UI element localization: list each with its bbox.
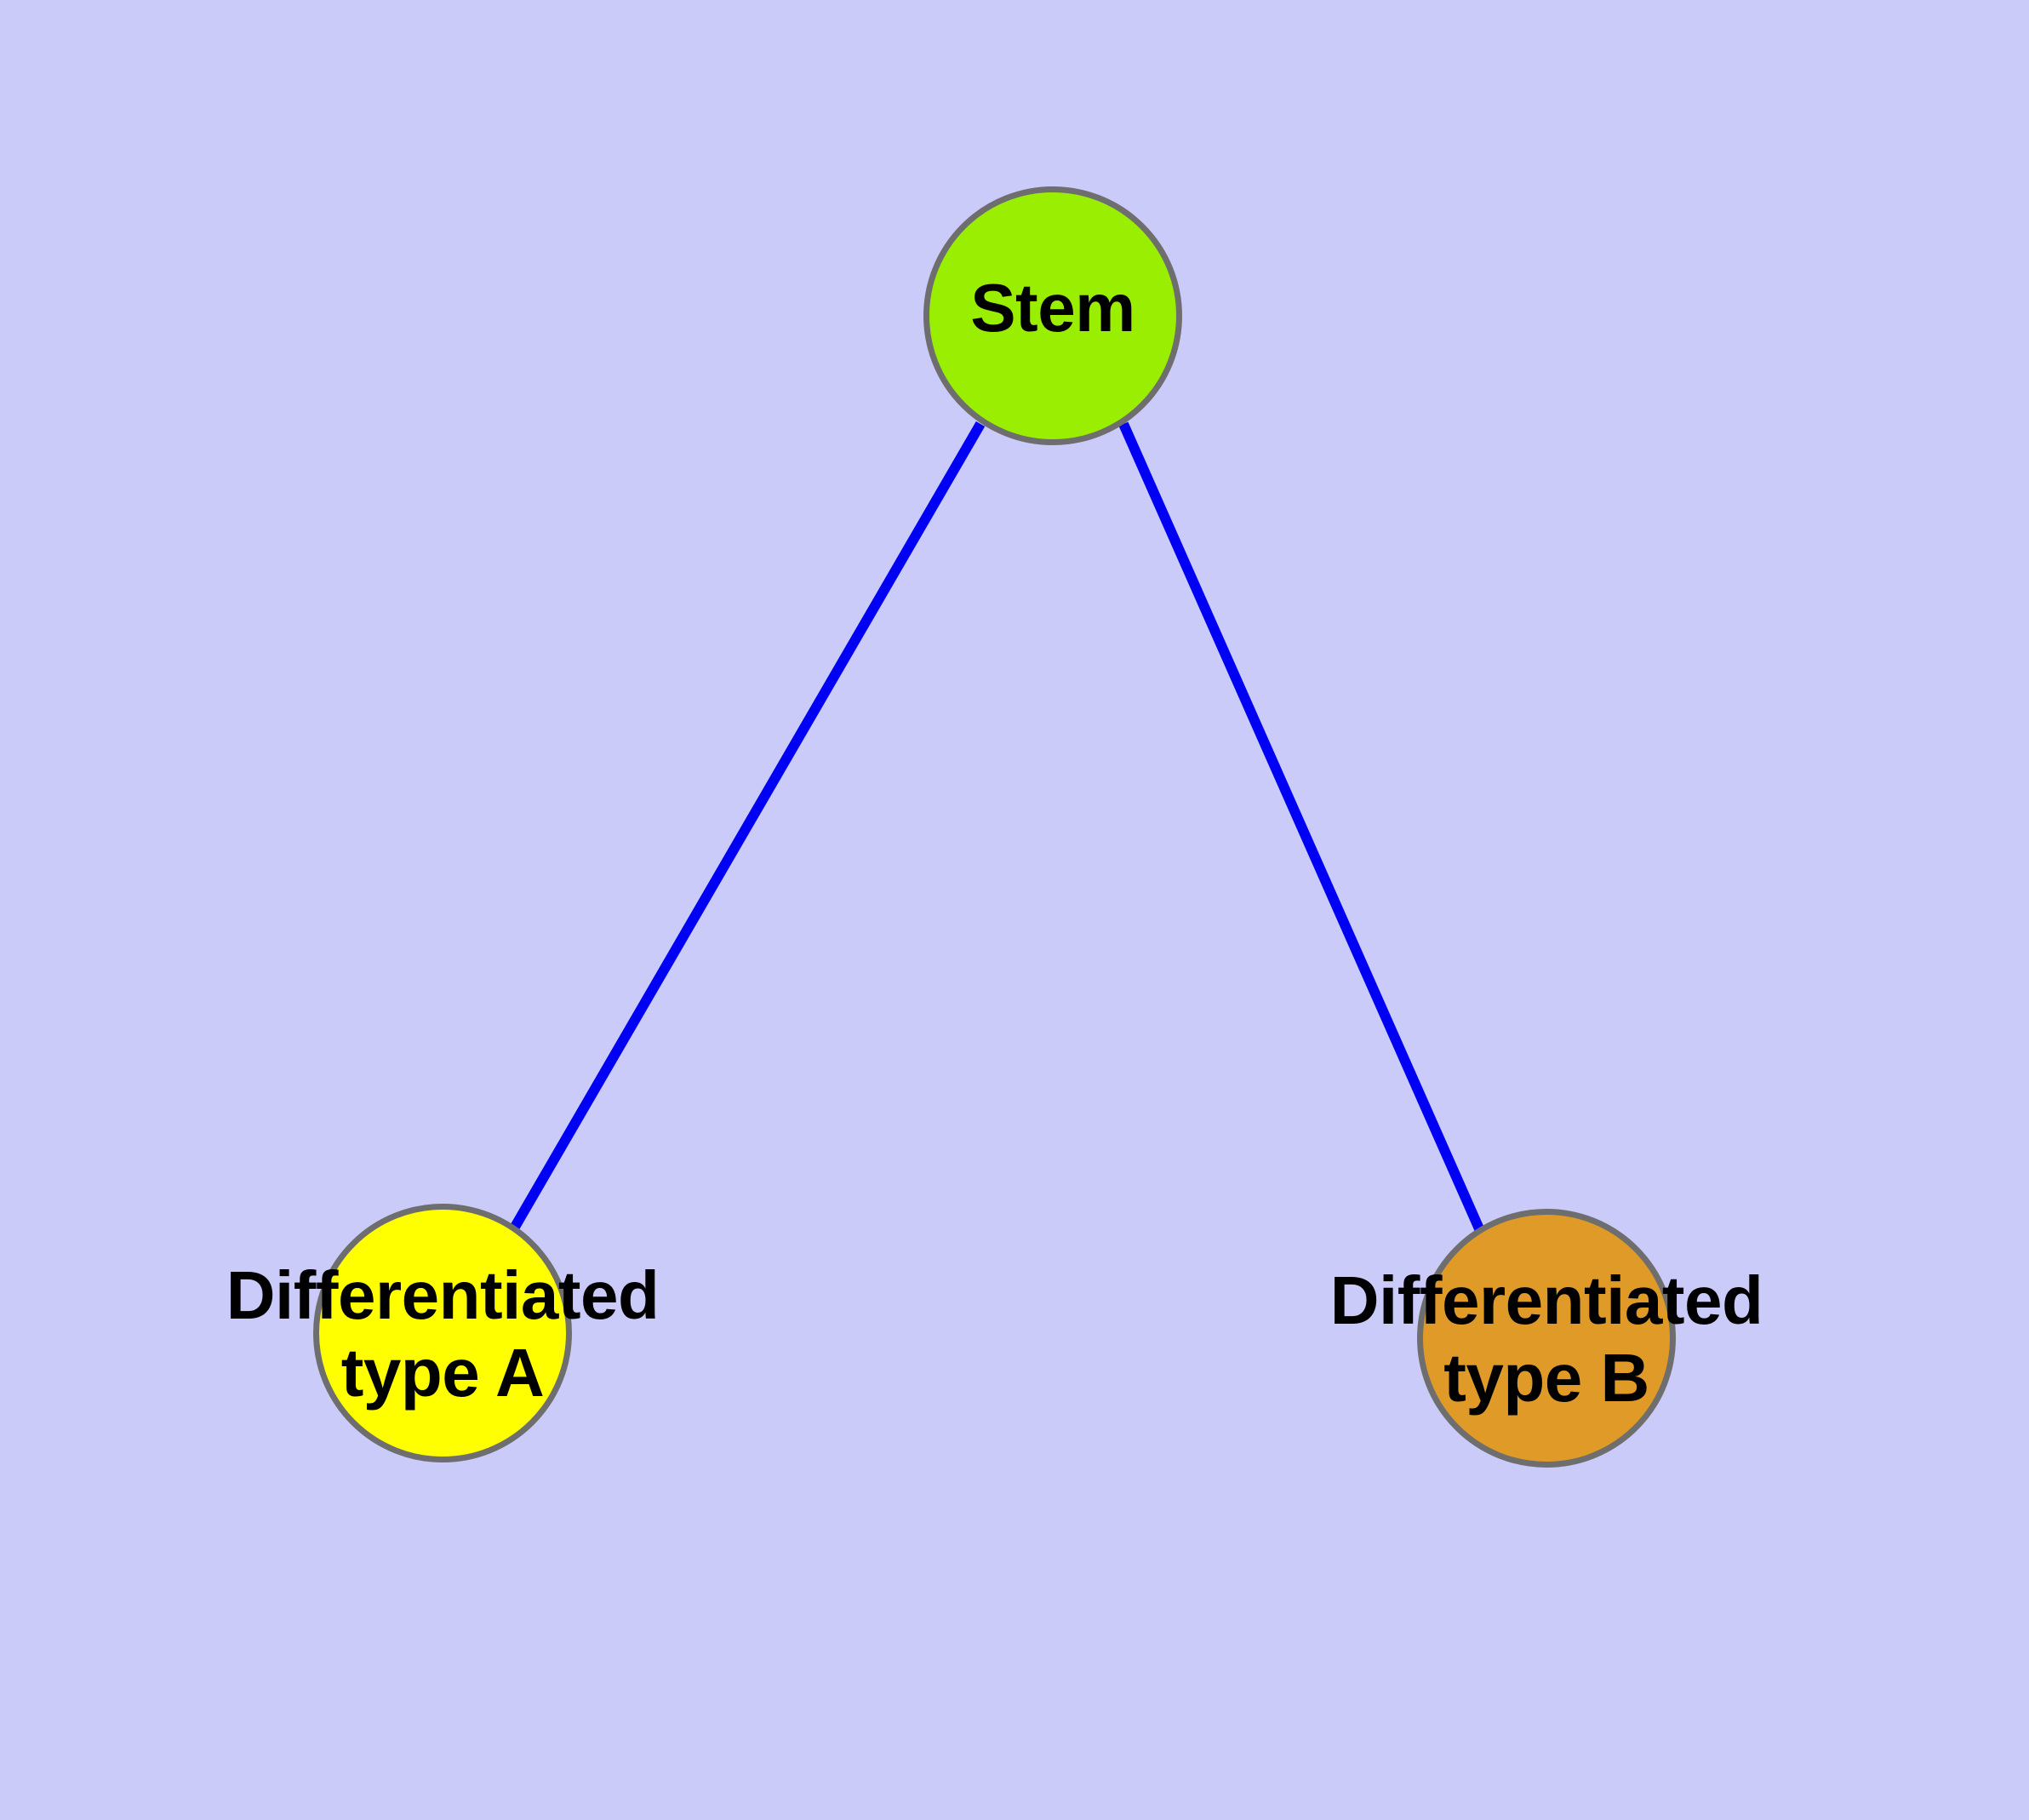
- node-stem[interactable]: [923, 186, 1182, 445]
- node-differentiated-type-b[interactable]: [1417, 1209, 1676, 1468]
- node-differentiated-type-a[interactable]: [313, 1204, 572, 1462]
- edge-stem-to-diff-b: [1118, 421, 1486, 1235]
- edge-stem-to-diff-a: [509, 421, 986, 1232]
